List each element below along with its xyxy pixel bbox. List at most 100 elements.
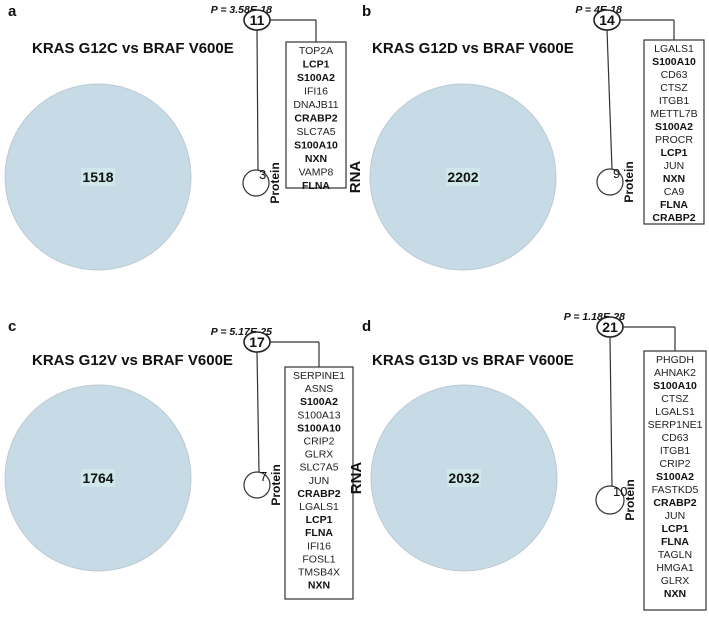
gene-name: JUN xyxy=(664,160,684,172)
gene-name: HMGA1 xyxy=(656,562,694,574)
gene-name: CA9 xyxy=(664,186,685,198)
gene-name: CRIP2 xyxy=(660,458,691,470)
protein-circle xyxy=(595,485,625,515)
gene-name: SERP1NE1 xyxy=(648,419,703,431)
gene-name: NXN xyxy=(305,153,327,165)
gene-name: FLNA xyxy=(660,199,688,211)
gene-name: LGALS1 xyxy=(654,43,694,55)
comparison-title: KRAS G13D vs BRAF V600E xyxy=(372,352,574,369)
rna-count: 2202 xyxy=(447,169,478,185)
protein-count: 21 xyxy=(602,319,618,335)
gene-name: S100A10 xyxy=(653,380,697,392)
gene-name: SLC7A5 xyxy=(299,462,338,474)
leader-line xyxy=(256,29,259,171)
gene-name: FLNA xyxy=(305,527,333,539)
gene-name: NXN xyxy=(308,580,330,592)
gene-name: IFI16 xyxy=(307,540,331,552)
overlap-count: 10 xyxy=(613,484,627,499)
rna-count: 1518 xyxy=(82,169,113,185)
gene-name: LGALS1 xyxy=(655,406,695,418)
gene-name: FLNA xyxy=(661,536,689,548)
gene-list-box xyxy=(643,39,705,225)
gene-name: ITGB1 xyxy=(660,445,691,457)
protein-circle xyxy=(596,168,624,196)
gene-name: S100A2 xyxy=(300,396,338,408)
gene-name: ITGB1 xyxy=(659,95,690,107)
gene-list-box xyxy=(284,366,354,600)
protein-count: 14 xyxy=(599,12,615,28)
rna-count-highlight xyxy=(81,168,115,186)
rna-count-highlight xyxy=(81,469,115,487)
protein-circle xyxy=(243,471,271,499)
gene-name: FASTKD5 xyxy=(652,484,699,496)
rna-axis-label: RNA xyxy=(348,462,365,495)
overlap-count: 3 xyxy=(259,167,266,182)
rna-count-highlight xyxy=(446,168,480,186)
gene-name: S100A2 xyxy=(655,121,693,133)
leader-line xyxy=(606,29,613,170)
gene-name: CD63 xyxy=(661,69,688,81)
overlap-count: 9 xyxy=(613,166,620,181)
gene-name: JUN xyxy=(665,510,685,522)
gene-name: FOSL1 xyxy=(302,553,335,565)
leader-line xyxy=(256,351,260,473)
gene-list-box xyxy=(285,41,347,189)
comparison-title: KRAS G12V vs BRAF V600E xyxy=(32,352,233,369)
gene-name: DNAJB11 xyxy=(293,99,338,111)
protein-axis-label: Protein xyxy=(269,464,283,505)
gene-name: CRIP2 xyxy=(304,436,335,448)
gene-name: CD63 xyxy=(662,432,689,444)
rna-count: 1764 xyxy=(82,470,113,486)
gene-name: VAMP8 xyxy=(299,167,334,179)
gene-name: FLNA xyxy=(302,180,330,192)
gene-name: S100A2 xyxy=(656,471,694,483)
gene-name: S100A10 xyxy=(652,56,696,68)
overlap-count: 7 xyxy=(260,469,267,484)
gene-name: CRABP2 xyxy=(652,212,695,224)
gene-name: LCP1 xyxy=(303,59,330,71)
panel-letter: d xyxy=(362,318,371,335)
gene-name: CTSZ xyxy=(661,393,689,405)
comparison-title: KRAS G12D vs BRAF V600E xyxy=(372,40,574,57)
gene-name: TAGLN xyxy=(658,549,692,561)
protein-axis-label: Protein xyxy=(622,161,636,202)
panel-letter: a xyxy=(8,3,17,20)
gene-name: LCP1 xyxy=(662,523,689,535)
gene-list-box xyxy=(643,350,707,611)
gene-name: SLC7A5 xyxy=(296,126,335,138)
gene-name: TOP2A xyxy=(299,45,333,57)
gene-name: NXN xyxy=(663,173,685,185)
gene-name: PROCR xyxy=(655,134,693,146)
rna-count: 2032 xyxy=(448,470,479,486)
gene-name: CRABP2 xyxy=(653,497,696,509)
gene-name: S100A10 xyxy=(297,422,341,434)
gene-name: TMSB4X xyxy=(298,567,340,579)
rna-count-highlight xyxy=(447,469,481,487)
gene-name: CRABP2 xyxy=(297,488,340,500)
gene-name: JUN xyxy=(309,475,329,487)
gene-name: ASNS xyxy=(305,383,334,395)
gene-name: S100A2 xyxy=(297,72,335,84)
gene-name: CTSZ xyxy=(660,82,688,94)
protein-count: 17 xyxy=(249,334,265,350)
comparison-title: KRAS G12C vs BRAF V600E xyxy=(32,40,234,57)
gene-name: S100A10 xyxy=(294,140,338,152)
protein-count: 11 xyxy=(250,12,265,28)
protein-axis-label: Protein xyxy=(623,479,637,520)
gene-name: AHNAK2 xyxy=(654,367,696,379)
gene-name: METTL7B xyxy=(650,108,697,120)
rna-axis-label: RNA xyxy=(347,161,364,194)
panel-letter: b xyxy=(362,3,371,20)
protein-circle xyxy=(242,169,270,197)
gene-name: CRABP2 xyxy=(294,113,337,125)
gene-name: IFI16 xyxy=(304,86,328,98)
gene-name: SERPINE1 xyxy=(293,370,345,382)
gene-name: LCP1 xyxy=(661,147,688,159)
panel-letter: c xyxy=(8,318,16,335)
gene-name: NXN xyxy=(664,588,686,600)
